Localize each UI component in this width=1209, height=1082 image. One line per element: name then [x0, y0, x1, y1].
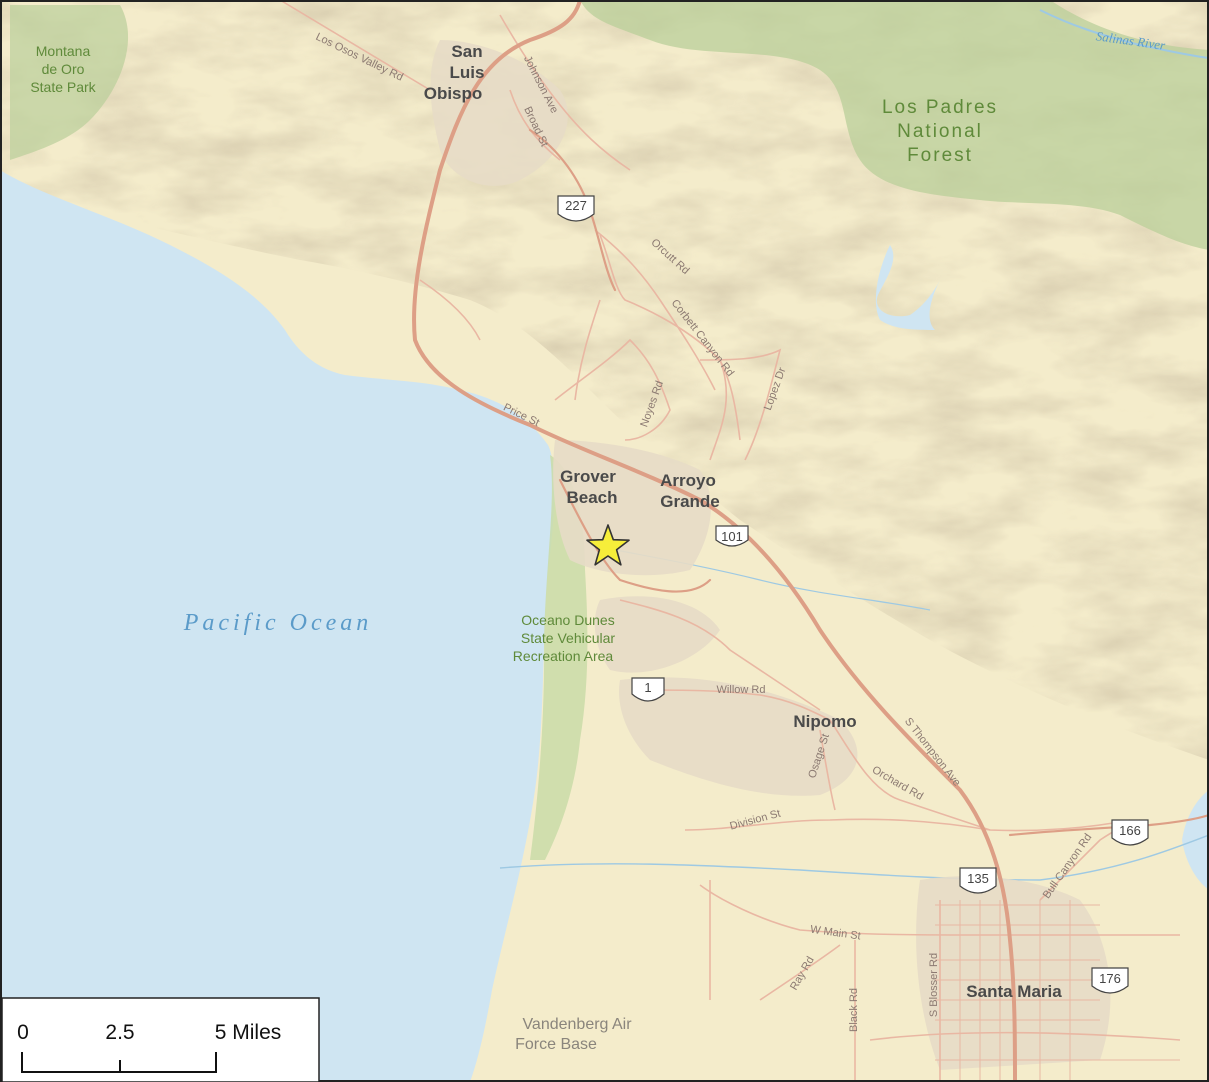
- shield-227-label: 227: [565, 198, 587, 213]
- city-label-san: San: [451, 42, 482, 61]
- city-label-santa-maria: Santa Maria: [966, 982, 1062, 1001]
- highway-101: [412, 0, 1017, 1082]
- park-label-oceano-dunes: Oceano Dunes: [521, 612, 614, 628]
- shield-166: 166: [1111, 819, 1149, 846]
- park-label-state-vehicular: State Vehicular: [521, 630, 616, 646]
- city-label-obispo: Obispo: [424, 84, 483, 103]
- scale-label-0: 0: [17, 1021, 29, 1044]
- scale-bar-box: [1, 997, 320, 1082]
- city-label-luis: Luis: [450, 63, 485, 82]
- shield-135-label: 135: [967, 871, 989, 886]
- scale-bar: 0 2.5 5 Miles: [1, 997, 320, 1082]
- montana-de-oro-area: [10, 5, 129, 160]
- forest-label-national: National: [897, 121, 983, 142]
- santa-maria-street-grid: [935, 900, 1180, 1082]
- shield-135: 135: [959, 867, 997, 894]
- base-label-force-base: Force Base: [515, 1036, 597, 1053]
- pacific-ocean: [0, 170, 555, 1082]
- road-label-willow: Willow Rd: [717, 684, 766, 696]
- scale-label-5-miles: 5 Miles: [215, 1021, 282, 1044]
- santa-maria-river: [499, 834, 1209, 881]
- salinas-river-line: [1039, 9, 1209, 59]
- park-label-state-park: State Park: [30, 79, 96, 95]
- shield-1-label: 1: [644, 680, 651, 695]
- shield-1: 1: [631, 677, 665, 702]
- city-label-grover: Grover: [560, 467, 616, 486]
- park-label-montana: Montana: [36, 43, 91, 59]
- road-label-black: Black Rd: [848, 988, 860, 1032]
- base-label-vandenberg: Vandenberg Air: [522, 1016, 632, 1033]
- ocean-label: Pacific Ocean: [183, 610, 373, 636]
- shield-176: 176: [1091, 967, 1129, 994]
- shield-166-label: 166: [1119, 823, 1141, 838]
- road-label-blosser: S Blosser Rd: [928, 953, 940, 1017]
- park-label-de-oro: de Oro: [42, 61, 85, 77]
- park-label-recreation-area: Recreation Area: [513, 648, 614, 664]
- los-padres-forest-area: [580, 0, 1209, 250]
- local-roads: [279, 0, 1181, 1082]
- shield-101: 101: [715, 525, 749, 547]
- lopez-lake: [875, 245, 940, 330]
- scale-bar-line: [21, 1052, 217, 1073]
- scale-label-2-5: 2.5: [105, 1021, 134, 1044]
- city-label-arroyo: Arroyo: [660, 471, 716, 490]
- shield-176-label: 176: [1099, 971, 1121, 986]
- city-label-grande: Grande: [660, 492, 720, 511]
- highway-1: [558, 478, 712, 593]
- shield-227: 227: [557, 195, 595, 222]
- city-label-beach: Beach: [566, 488, 617, 507]
- forest-label-forest: Forest: [907, 145, 973, 166]
- city-label-nipomo: Nipomo: [793, 712, 856, 731]
- star-marker-icon[interactable]: [586, 524, 630, 566]
- forest-label-los-padres: Los Padres: [882, 97, 998, 118]
- shield-101-label: 101: [721, 529, 743, 544]
